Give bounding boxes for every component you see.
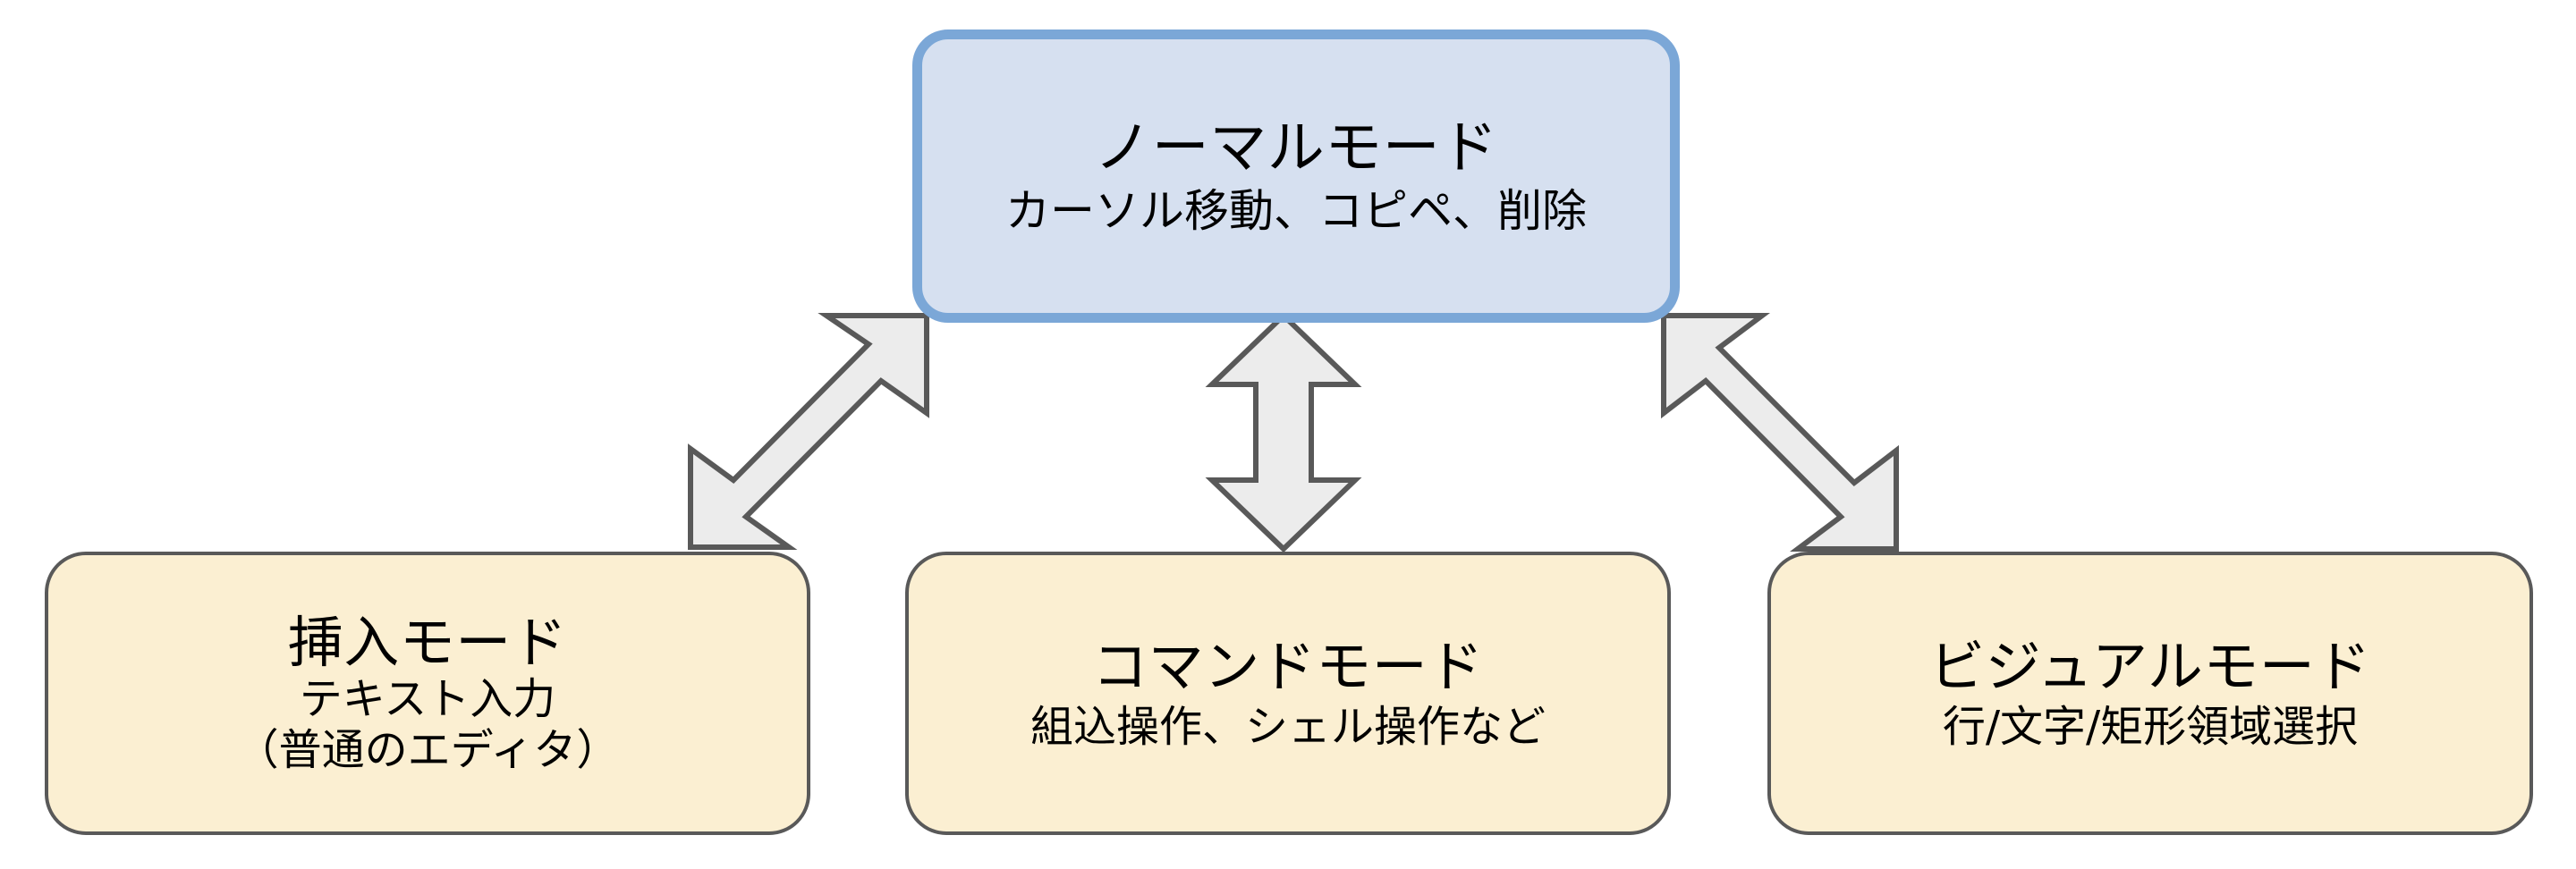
connector-normal-insert — [688, 313, 929, 550]
double-headed-vertical-arrow-icon — [1205, 311, 1362, 553]
node-insert-mode-title: 挿入モード — [287, 609, 568, 675]
double-headed-diagonal-arrow-ne-sw-icon — [688, 313, 929, 550]
node-command-mode-subtitle: 組込操作、シェル操作など — [1030, 701, 1546, 752]
node-normal-mode-subtitle: カーソル移動、コピペ、削除 — [1005, 185, 1587, 238]
node-command-mode[interactable]: コマンドモード 組込操作、シェル操作など — [905, 552, 1671, 835]
connector-normal-command — [1205, 311, 1362, 553]
node-command-mode-title: コマンドモード — [1092, 633, 1484, 699]
node-visual-mode[interactable]: ビジュアルモード 行/文字/矩形領域選択 — [1767, 552, 2533, 835]
connector-normal-visual — [1661, 313, 1899, 552]
node-visual-mode-subtitle: 行/文字/矩形領域選択 — [1942, 701, 2359, 752]
node-insert-mode[interactable]: 挿入モード テキスト入力 （普通のエディタ） — [45, 552, 810, 835]
node-normal-mode-title: ノーマルモード — [1094, 114, 1498, 181]
double-headed-diagonal-arrow-nw-se-icon — [1661, 313, 1899, 552]
node-insert-mode-subtitle-line-1: テキスト入力 — [299, 673, 556, 724]
node-insert-mode-subtitle-line-2: （普通のエディタ） — [235, 725, 620, 776]
node-visual-mode-title: ビジュアルモード — [1929, 633, 2371, 699]
node-normal-mode[interactable]: ノーマルモード カーソル移動、コピペ、削除 — [912, 30, 1680, 323]
